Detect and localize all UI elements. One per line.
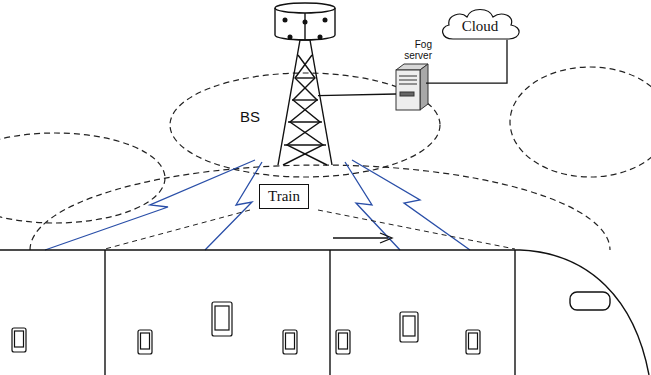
train-body bbox=[0, 250, 649, 375]
train-box: Train bbox=[259, 184, 309, 209]
motion-arrow bbox=[333, 233, 392, 243]
connector-line bbox=[318, 94, 396, 96]
phone-icon bbox=[12, 302, 480, 354]
wireless-link bbox=[45, 160, 470, 250]
coverage-arc bbox=[30, 165, 610, 250]
fog-server-node: Fog server bbox=[392, 40, 432, 112]
base-station-tower bbox=[275, 3, 335, 165]
connector-line bbox=[426, 40, 507, 83]
coverage-cell bbox=[510, 67, 651, 177]
node-label: BS bbox=[240, 108, 260, 125]
zoom-line bbox=[105, 210, 515, 249]
coverage-cell bbox=[0, 133, 165, 223]
base-station-node: BS bbox=[240, 0, 318, 165]
server-icon bbox=[396, 64, 428, 110]
antenna-dots bbox=[283, 18, 328, 40]
node-label: Train bbox=[268, 188, 300, 205]
node-label: Fog server bbox=[386, 40, 432, 61]
cloud-node: Cloud bbox=[435, 3, 525, 43]
node-label: Cloud bbox=[462, 18, 499, 35]
